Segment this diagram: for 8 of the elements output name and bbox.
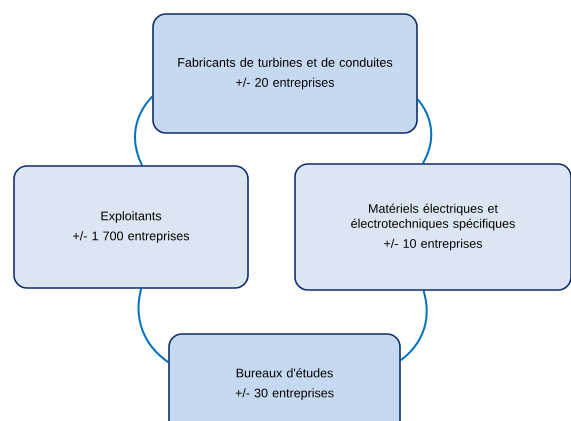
connector-arc	[417, 98, 432, 164]
text-box: Fabricants de turbines et de conduites +/- 20 entreprises	[152, 13, 418, 134]
connector-arc	[138, 288, 169, 363]
text-box: Bureaux d'études +/- 30 entreprises	[168, 333, 401, 421]
text-box: Exploitants +/- 1 700 entreprises	[13, 165, 249, 289]
connector-arc	[400, 290, 428, 361]
connector-arc	[134, 96, 153, 166]
text-box: Matériels électriques et électrotechniques spécifiques +/- 10 entreprises	[294, 163, 571, 291]
